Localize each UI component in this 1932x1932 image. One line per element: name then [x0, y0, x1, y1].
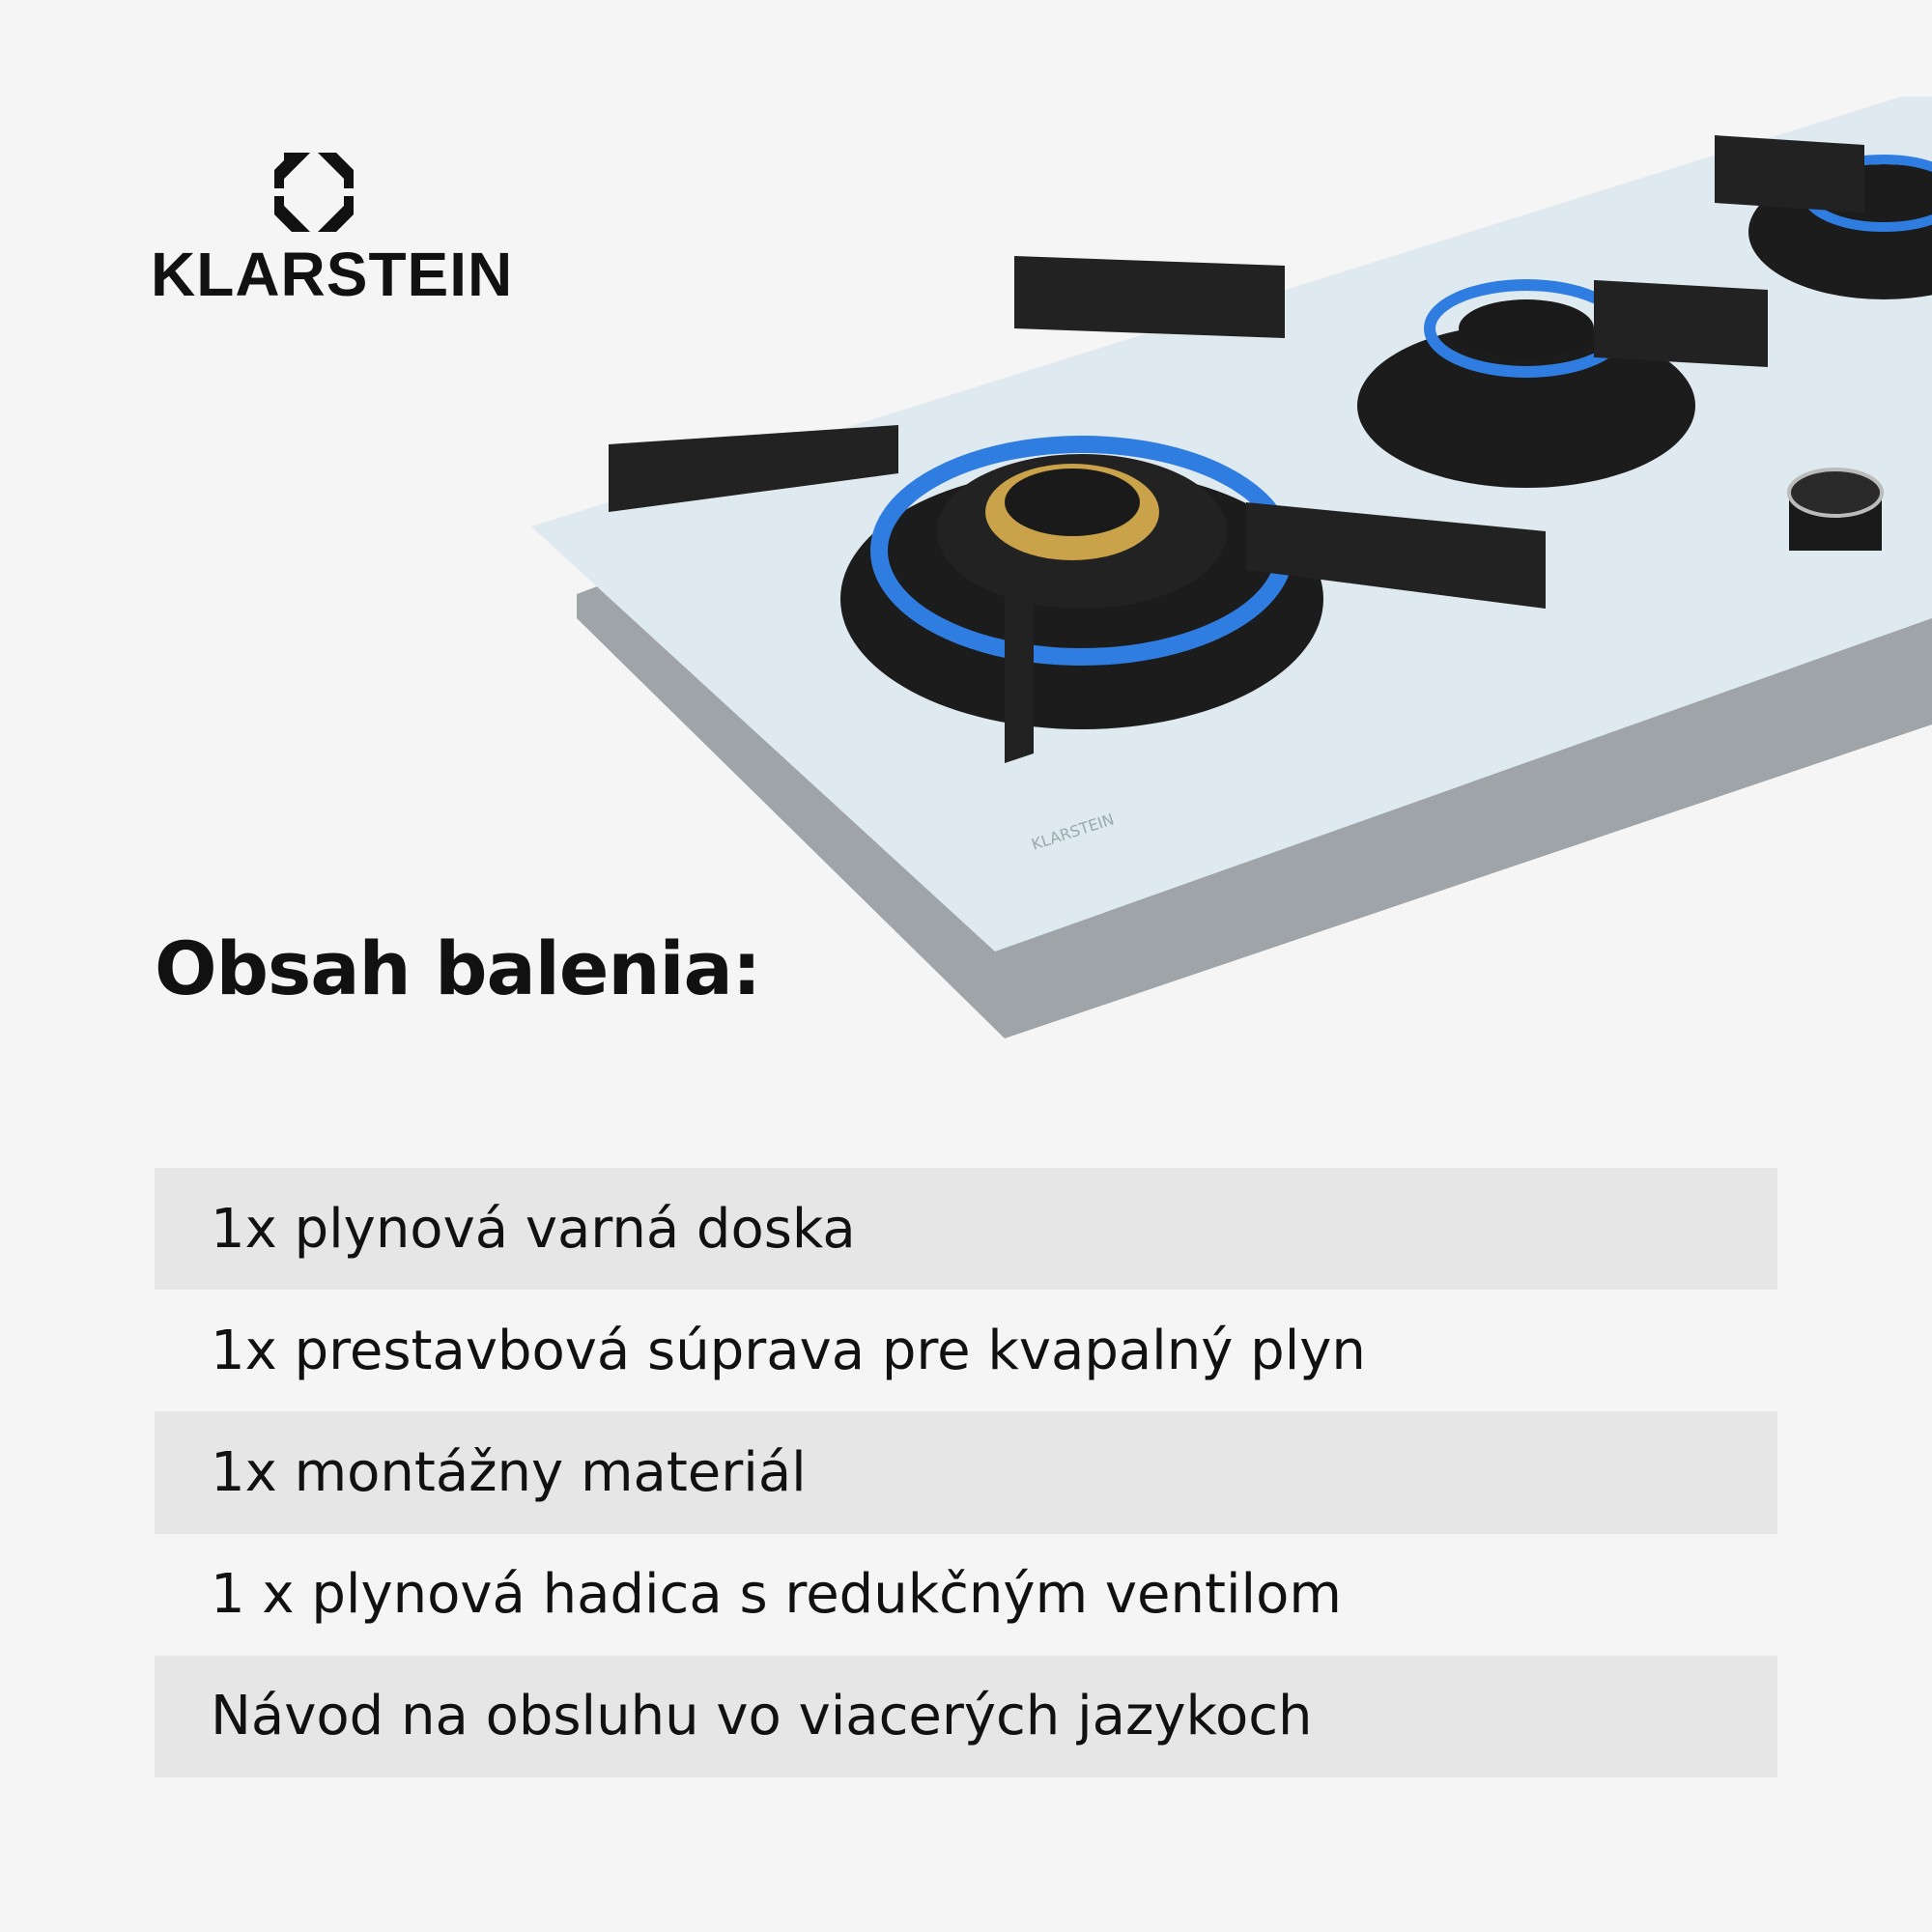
page-title: Obsah balenia:	[155, 925, 761, 1011]
brand-logo-text: KLARSTEIN	[151, 240, 514, 309]
list-item: 1x montážny materiál	[155, 1411, 1777, 1534]
package-contents-list: 1x plynová varná doska 1x prestavbová sú…	[155, 1168, 1777, 1777]
list-item: Návod na obsluhu vo viacerých jazykoch	[155, 1655, 1777, 1777]
burner-large	[609, 425, 1546, 763]
klarstein-logo-icon	[274, 153, 354, 232]
burner-small	[1715, 135, 1932, 299]
gas-cooktop-image: KLARSTEIN	[531, 97, 1932, 1038]
list-item: 1x plynová varná doska	[155, 1168, 1777, 1291]
list-item: 1x prestavbová súprava pre kvapalný plyn	[211, 1319, 1366, 1382]
control-knob	[1787, 468, 1884, 551]
burner-medium	[1014, 256, 1768, 488]
list-item: 1 x plynová hadica s redukčným ventilom	[211, 1563, 1342, 1627]
